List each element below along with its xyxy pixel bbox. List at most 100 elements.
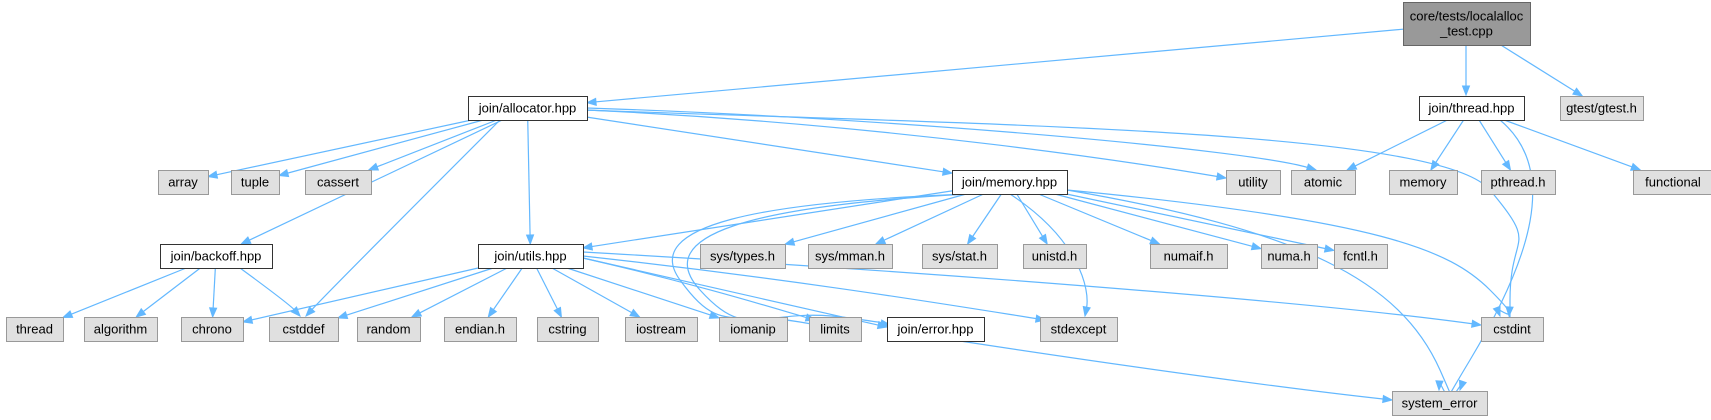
node-sysstat: sys/stat.h (922, 244, 998, 269)
node-label: random (366, 322, 410, 337)
edge-utils-to-cstddef (336, 267, 494, 320)
edge-memory_hpp-to-fcntl (1066, 193, 1336, 253)
node-label: _test.cpp (1439, 24, 1493, 39)
node-label: chrono (192, 322, 232, 337)
node-utils[interactable]: join/utils.hpp (478, 244, 584, 269)
node-label: iostream (636, 322, 686, 337)
node-backoff[interactable]: join/backoff.hpp (160, 244, 273, 269)
node-iomanip: iomanip (719, 317, 788, 342)
node-limits: limits (809, 317, 862, 342)
edge-backoff-to-chrono (208, 267, 218, 319)
node-sysmman: sys/mman.h (808, 244, 893, 269)
edge-allocator-to-utils (525, 119, 535, 246)
node-label: endian.h (455, 322, 505, 337)
edge-thread_hpp-to-system_error (1440, 119, 1534, 412)
edge-thread_hpp-to-pthread (1478, 119, 1512, 172)
node-label: sys/stat.h (932, 249, 987, 264)
edge-memory_hpp-to-systypes (783, 193, 967, 246)
edge-utils-to-chrono (241, 267, 479, 324)
node-label: join/allocator.hpp (478, 101, 577, 116)
node-algorithm: algorithm (84, 317, 158, 342)
node-label: cstdint (1493, 322, 1531, 337)
node-numaif: numaif.h (1150, 244, 1228, 269)
edge-error-to-system_error (959, 340, 1394, 404)
node-label: limits (820, 322, 850, 337)
node-unistd: unistd.h (1023, 244, 1087, 269)
node-label: cstddef (283, 322, 325, 337)
edge-allocator-to-atomic (586, 107, 1318, 172)
node-label: join/utils.hpp (493, 249, 566, 264)
node-label: numaif.h (1164, 249, 1214, 264)
node-array: array (158, 170, 209, 195)
node-label: sys/mman.h (815, 249, 885, 264)
node-label: numa.h (1267, 249, 1310, 264)
edge-backoff-to-cstddef (239, 267, 301, 318)
node-random: random (357, 317, 421, 342)
node-label: pthread.h (1491, 175, 1546, 190)
edge-root-to-thread_hpp (1461, 44, 1471, 97)
node-label: sys/types.h (710, 249, 775, 264)
edge-root-to-gtest (1500, 44, 1584, 97)
edge-thread_hpp-to-functional (1503, 119, 1642, 171)
edge-allocator-to-backoff (240, 119, 503, 245)
edge-thread_hpp-to-atomic (1345, 119, 1448, 171)
node-error[interactable]: join/error.hpp (887, 317, 985, 342)
node-system-error: system_error (1392, 391, 1488, 416)
edge-memory_hpp-to-sysmman (874, 193, 984, 245)
node-memory: memory (1389, 170, 1458, 195)
node-atomic: atomic (1291, 170, 1356, 195)
node-label: atomic (1304, 175, 1343, 190)
edge-utils-to-cstring (536, 267, 563, 319)
node-numa: numa.h (1261, 244, 1318, 269)
edge-utils-to-endian (487, 267, 523, 319)
nodes-layer: core/tests/localalloc_test.cpp join/alloc… (6, 2, 1711, 416)
edge-utils-to-random (410, 267, 508, 318)
node-root[interactable]: core/tests/localalloc_test.cpp (1403, 2, 1531, 46)
node-label: iomanip (730, 322, 776, 337)
node-label: array (168, 175, 198, 190)
node-iostream: iostream (625, 317, 698, 342)
node-label: tuple (241, 175, 269, 190)
node-label: stdexcept (1051, 322, 1107, 337)
node-label: join/error.hpp (897, 322, 974, 337)
node-endian: endian.h (444, 317, 517, 342)
node-cstring: cstring (537, 317, 599, 342)
edge-memory_hpp-to-sysstat (966, 193, 1002, 246)
edge-memory_hpp-to-cstdint (1066, 189, 1511, 318)
node-systypes: sys/types.h (700, 244, 786, 269)
edges-layer (61, 28, 1642, 414)
node-cstddef: cstddef (269, 317, 339, 342)
edge-allocator-to-memory_hpp (586, 116, 954, 176)
node-thread-hpp[interactable]: join/thread.hpp (1419, 96, 1525, 121)
node-label: utility (1238, 175, 1268, 190)
node-label: fcntl.h (1343, 249, 1378, 264)
node-label: join/backoff.hpp (170, 249, 262, 264)
node-pthread: pthread.h (1481, 170, 1556, 195)
node-gtest: gtest/gtest.h (1560, 96, 1644, 121)
node-label: join/memory.hpp (961, 175, 1057, 190)
edge-thread_hpp-to-memory (1430, 119, 1465, 172)
edge-utils-to-iomanip (566, 267, 721, 319)
node-utility: utility (1226, 170, 1281, 195)
node-allocator[interactable]: join/allocator.hpp (468, 96, 588, 121)
node-tuple: tuple (231, 170, 280, 195)
node-label: gtest/gtest.h (1566, 101, 1637, 116)
node-label: cassert (317, 175, 359, 190)
node-cassert: cassert (305, 170, 372, 195)
node-cstdint: cstdint (1481, 317, 1544, 342)
node-label: functional (1645, 175, 1701, 190)
edge-utils-to-iostream (551, 267, 641, 318)
edge-allocator-to-tuple (277, 119, 484, 178)
edge-root-to-allocator (585, 28, 1404, 107)
edge-allocator-to-cstddef (305, 119, 501, 318)
node-memory-hpp[interactable]: join/memory.hpp (952, 170, 1068, 195)
node-functional: functional (1633, 170, 1711, 195)
node-label: unistd.h (1032, 249, 1078, 264)
node-thread: thread (6, 317, 64, 342)
node-label: cstring (548, 322, 586, 337)
edge-memory_hpp-to-numaif (1038, 193, 1161, 245)
node-label: join/thread.hpp (1427, 101, 1514, 116)
node-label: system_error (1402, 396, 1479, 411)
node-label: core/tests/localalloc (1410, 9, 1524, 24)
